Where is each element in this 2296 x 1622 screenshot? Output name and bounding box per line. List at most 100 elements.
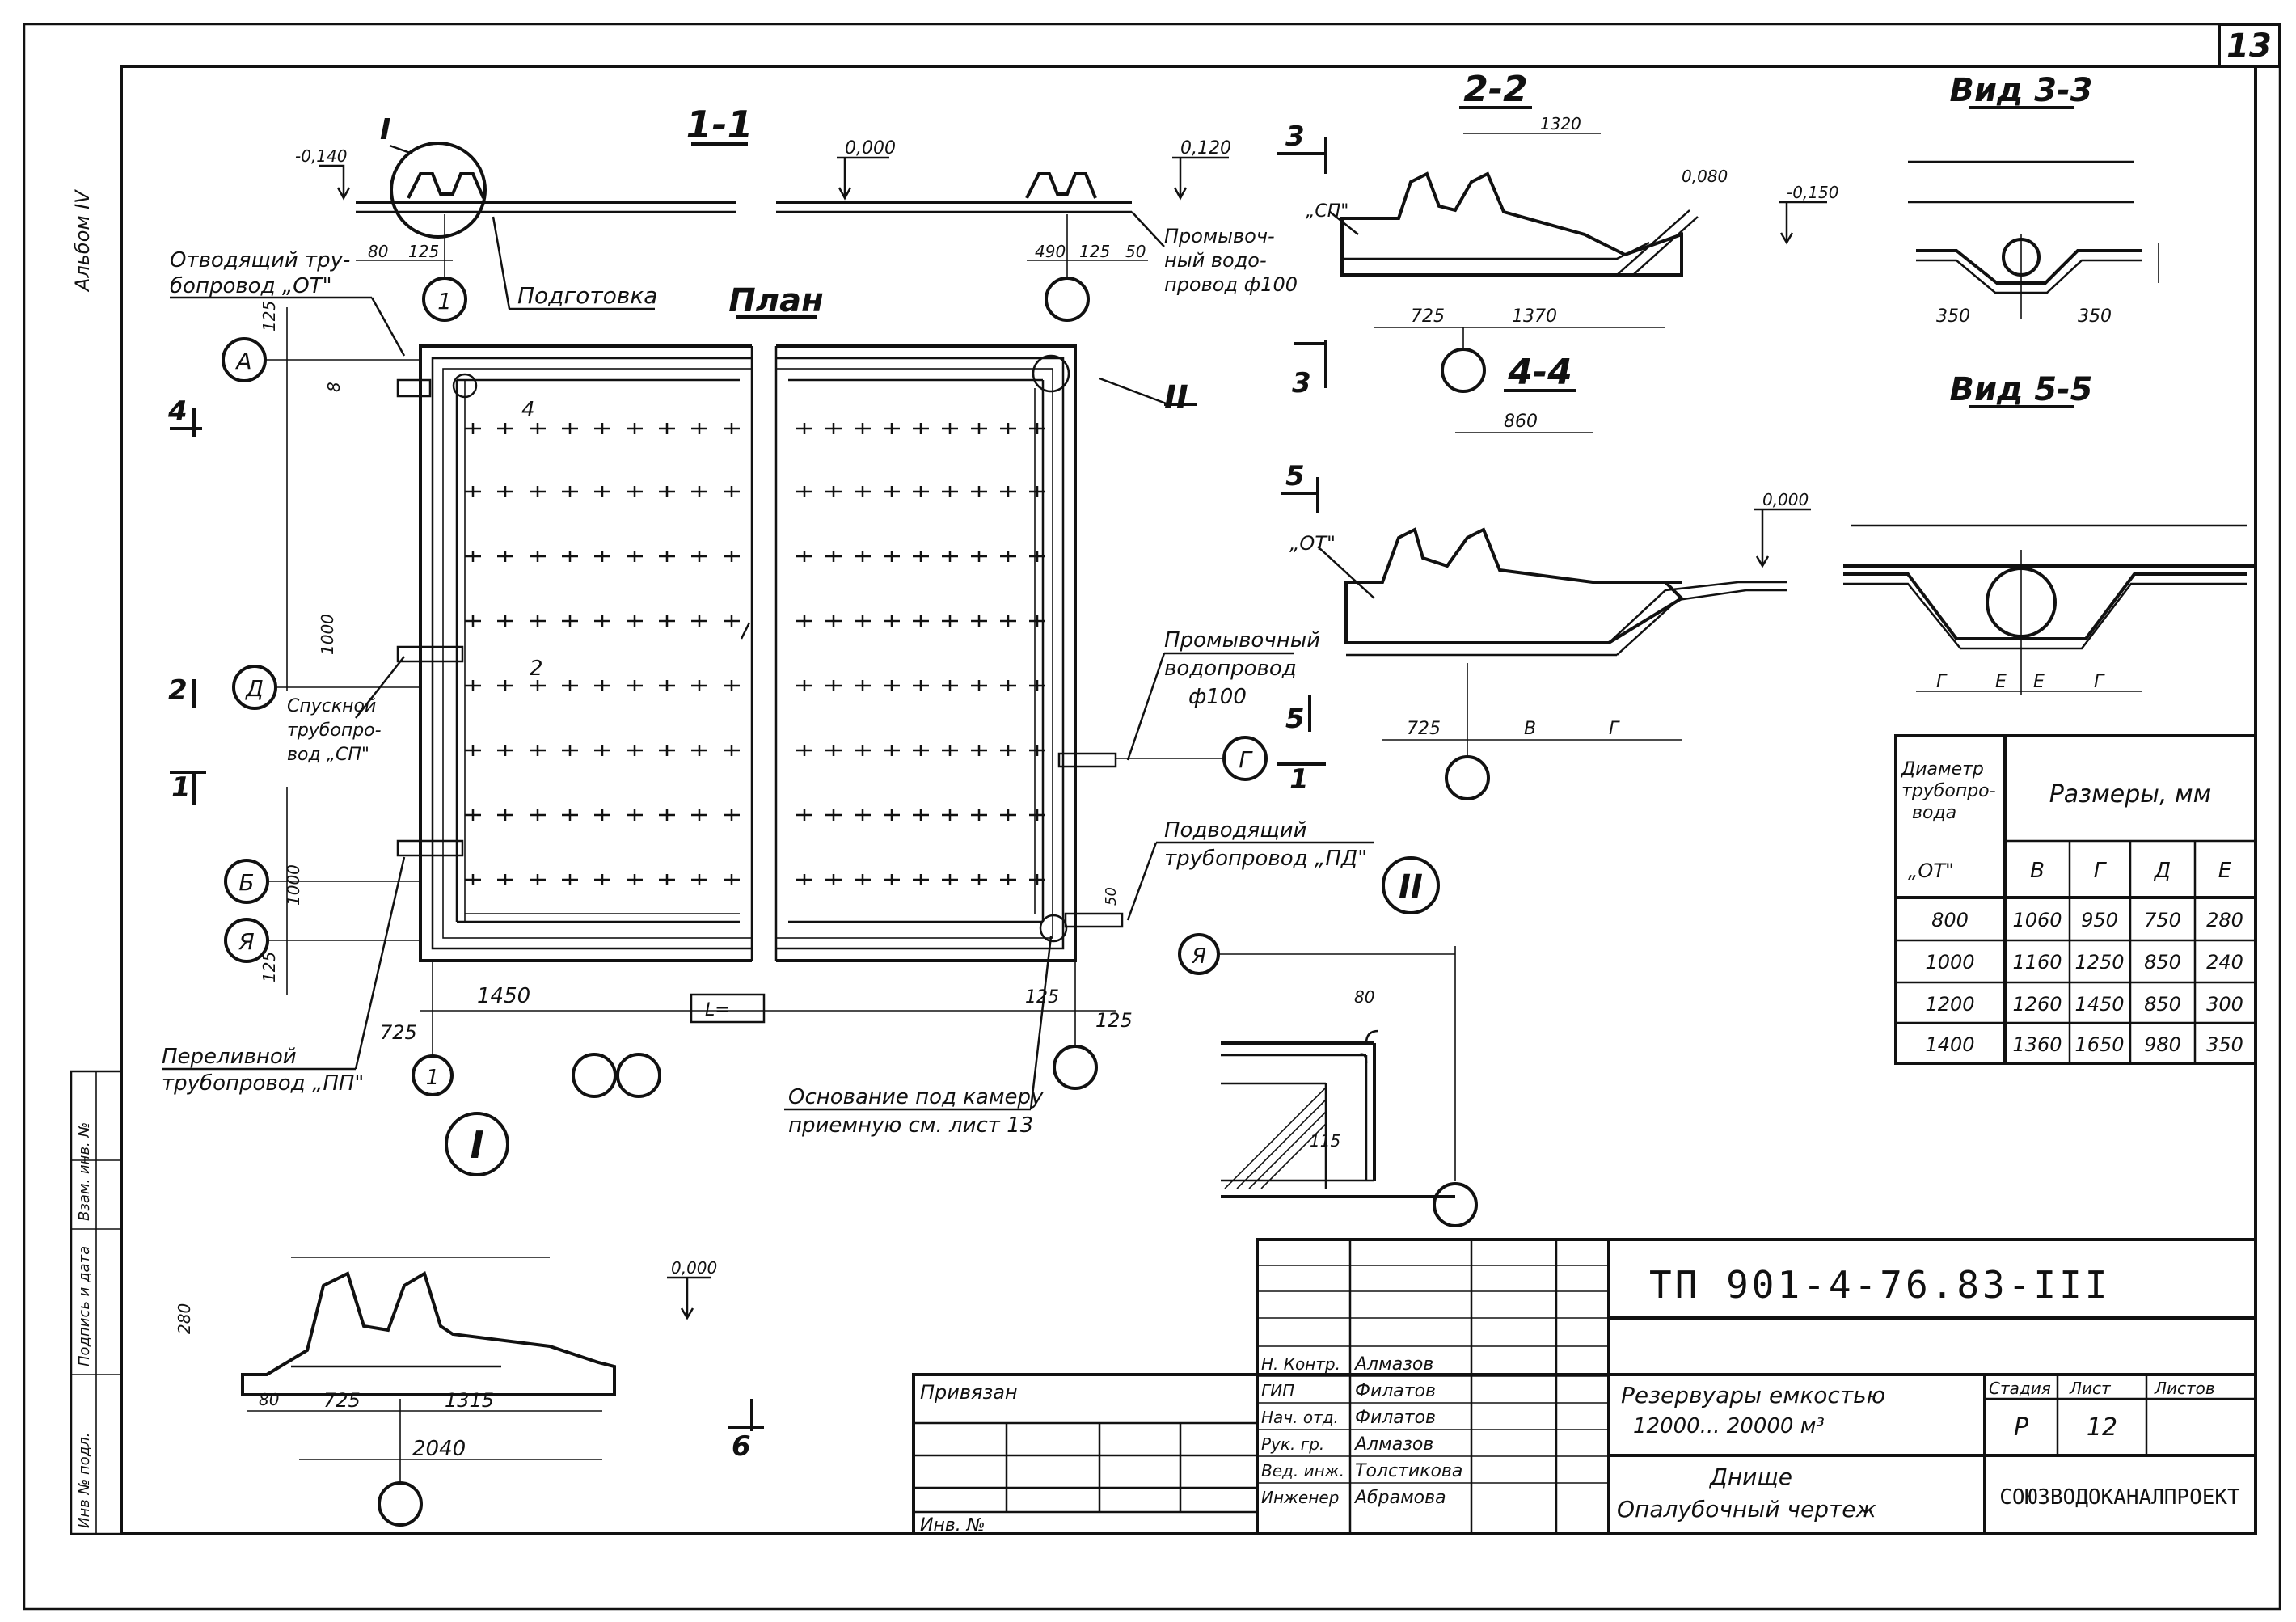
column-marker <box>659 874 675 885</box>
label-supply-l2: трубопровод „ПД" <box>1164 847 1367 871</box>
table-cell: 350 <box>2206 1033 2243 1056</box>
column-marker <box>825 551 842 562</box>
detail-I-circle <box>445 1112 509 1176</box>
column-marker <box>659 809 675 821</box>
role-title: Нач. отд. <box>1261 1408 1339 1427</box>
table-cell: 1000 <box>1925 951 1974 974</box>
column-marker <box>724 486 740 497</box>
svg-text:„ОТ": „ОТ" <box>1289 532 1336 555</box>
role-name: Филатов <box>1355 1381 1436 1401</box>
column-marker <box>594 680 610 691</box>
column-marker <box>497 874 513 885</box>
column-marker <box>825 615 842 627</box>
detail-II-circle <box>1382 856 1440 914</box>
sheet-title-l2: Опалубочный чертеж <box>1617 1496 1876 1523</box>
column-marker <box>884 680 900 691</box>
column-marker <box>1029 551 1045 562</box>
dim-125a: 125 <box>408 242 439 261</box>
cut-1-mark: 1 <box>171 771 191 804</box>
column-marker <box>796 423 812 434</box>
column-marker <box>913 809 929 821</box>
column-marker <box>796 680 812 691</box>
column-marker <box>1029 423 1045 434</box>
table-cell: 950 <box>2081 909 2118 931</box>
column-marker <box>724 809 740 821</box>
elev-m0150: -0,150 <box>1787 183 1838 202</box>
table-cell: 850 <box>2144 951 2181 974</box>
column-marker <box>497 809 513 821</box>
column-marker <box>942 423 958 434</box>
column-marker <box>594 874 610 885</box>
axis-bubble-b3 <box>1053 1045 1098 1090</box>
sheet-label: Лист <box>2069 1379 2112 1398</box>
role-title: Рук. гр. <box>1261 1434 1324 1454</box>
label-base-l1: Основание под камеру <box>788 1085 1044 1109</box>
column-marker <box>971 809 987 821</box>
table-col-V: В <box>2030 859 2045 883</box>
column-marker <box>691 745 707 756</box>
dim-1315: 1315 <box>445 1389 494 1412</box>
dim-280: 280 <box>175 1303 194 1334</box>
column-marker <box>796 486 812 497</box>
dim-G-55b: Г <box>2094 672 2105 692</box>
role-title: ГИП <box>1261 1381 1294 1400</box>
column-marker <box>627 874 643 885</box>
column-marker <box>594 615 610 627</box>
stage-label: Стадия <box>1989 1379 2051 1398</box>
dim-E-55b: Е <box>2033 672 2045 692</box>
label-preparation: Подготовка <box>517 282 657 309</box>
column-marker <box>1000 423 1016 434</box>
dim-125c: 125 <box>260 301 279 332</box>
dim-1000b: 1000 <box>284 864 303 906</box>
label-flush-l2: водопровод <box>1164 657 1297 681</box>
table-header-col1-l2: трубопро- <box>1901 781 1996 801</box>
column-marker <box>884 615 900 627</box>
dim-725d: 725 <box>323 1389 361 1412</box>
column-marker <box>724 680 740 691</box>
column-marker <box>971 615 987 627</box>
column-marker <box>530 809 546 821</box>
column-marker <box>825 680 842 691</box>
plan-title: План <box>728 282 823 319</box>
cut-4-mark: 4 <box>167 395 188 428</box>
cut-3-top: 3 <box>1285 120 1305 153</box>
role-name: Толстикова <box>1355 1461 1462 1481</box>
dim-725c: 725 <box>380 1021 417 1044</box>
column-marker <box>825 809 842 821</box>
column-marker <box>562 551 578 562</box>
label-outlet-pipe-l2: бопровод „ОТ" <box>170 274 332 298</box>
column-marker <box>913 680 929 691</box>
axis-bubble-detail-II <box>1433 1182 1478 1227</box>
role-title: Вед. инж. <box>1261 1461 1344 1480</box>
column-marker <box>562 615 578 627</box>
svg-text:Д: Д <box>244 675 264 702</box>
column-marker <box>884 486 900 497</box>
column-marker <box>724 423 740 434</box>
column-marker <box>691 551 707 562</box>
dim-1450: 1450 <box>477 984 530 1008</box>
svg-text:L=: L= <box>705 1000 730 1020</box>
svg-text:1: 1 <box>426 1066 440 1090</box>
column-marker <box>971 874 987 885</box>
section-1-1: 1-1 I -0,140 0,000 0,120 3 80 125 490 12… <box>170 103 1327 357</box>
column-marker <box>796 809 812 821</box>
column-marker <box>659 423 675 434</box>
role-name: Филатов <box>1355 1408 1436 1428</box>
label-flush-l1: Промывочный <box>1164 628 1320 653</box>
view-5-5: Вид 5-5 Г Е Е Г <box>1843 371 2256 695</box>
label-flush-top-l3: провод ф100 <box>1164 273 1298 296</box>
column-marker <box>855 745 871 756</box>
column-marker <box>884 423 900 434</box>
view-3-3: Вид 3-3 350 350 <box>1908 72 2159 327</box>
table-col-E: Е <box>2218 859 2232 883</box>
dim-350a: 350 <box>1936 306 1970 327</box>
column-marker <box>594 809 610 821</box>
column-marker <box>913 423 929 434</box>
column-marker <box>691 423 707 434</box>
label-base-l2: приемную см. лист 13 <box>788 1113 1033 1138</box>
column-marker <box>1000 874 1016 885</box>
table-cell: 240 <box>2206 951 2243 974</box>
column-marker <box>1029 615 1045 627</box>
column-marker <box>971 680 987 691</box>
column-marker <box>913 615 929 627</box>
